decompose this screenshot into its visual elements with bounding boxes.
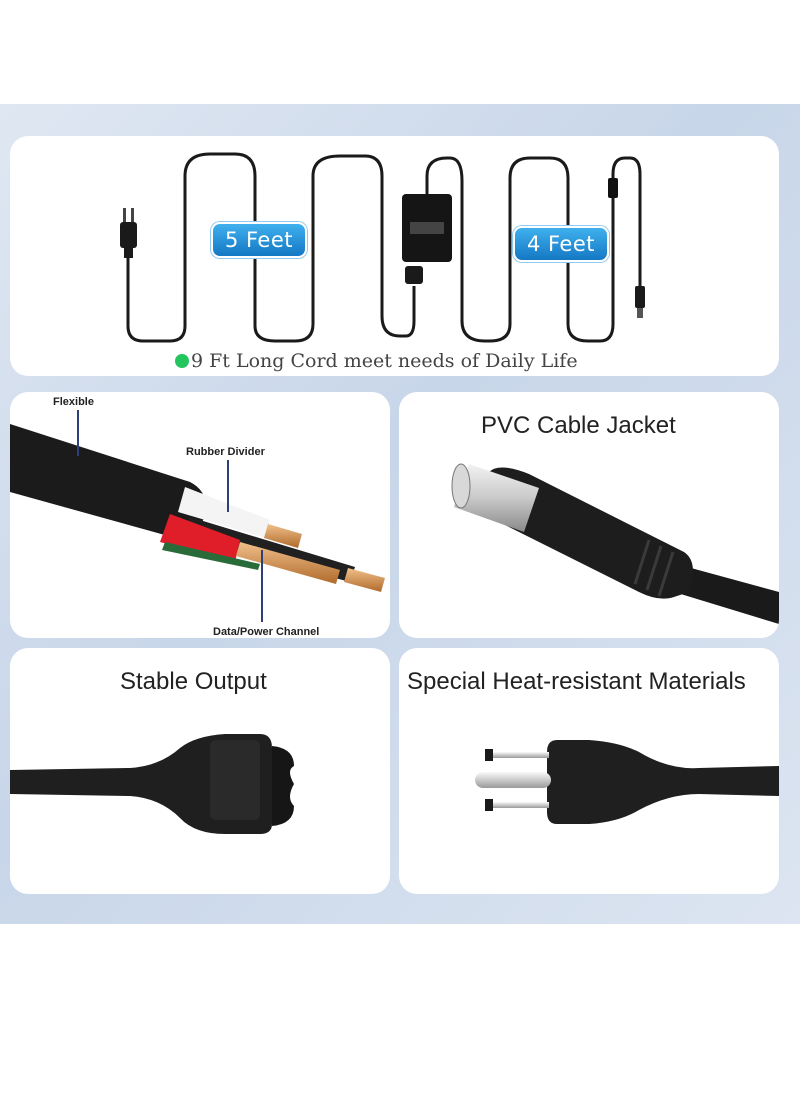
label-data-power-channel: Data/Power Channel — [213, 626, 320, 638]
pvc-jacket-title: PVC Cable Jacket — [481, 412, 676, 439]
green-dot-icon — [175, 354, 189, 368]
heat-resistant-title: Special Heat-resistant Materials — [407, 668, 746, 695]
label-rubber-divider: Rubber Divider — [186, 446, 265, 458]
wall-plug-icon — [120, 208, 137, 258]
cord-caption: 9 Ft Long Cord meet needs of Daily Life — [175, 350, 578, 372]
label-flexible: Flexible — [53, 396, 94, 408]
dc-barrel-tip-icon — [635, 286, 645, 318]
cord-caption-text: 9 Ft Long Cord meet needs of Daily Life — [191, 350, 578, 372]
pvc-jacket-panel: PVC Cable Jacket — [399, 392, 779, 638]
cable-cross-section-illustration — [10, 410, 385, 622]
barrel-connector-illustration — [451, 463, 779, 624]
cloverleaf-connector-illustration — [10, 734, 294, 834]
cord-length-panel: 5 Feet 4 Feet 9 Ft Long Cord meet needs … — [10, 136, 779, 376]
cable-cross-section-panel: Flexible Rubber Divider Data/Power Chann… — [10, 392, 390, 638]
five-feet-badge: 5 Feet — [211, 222, 307, 258]
adapter-brick-icon — [402, 194, 452, 284]
heat-resistant-panel: Special Heat-resistant Materials — [399, 648, 779, 894]
stable-output-title: Stable Output — [120, 668, 267, 695]
ferrite-bead-icon — [608, 178, 618, 198]
three-prong-plug-illustration — [475, 740, 779, 824]
stable-output-panel: Stable Output — [10, 648, 390, 894]
four-feet-badge: 4 Feet — [513, 226, 609, 262]
power-cord-illustration — [120, 152, 645, 343]
